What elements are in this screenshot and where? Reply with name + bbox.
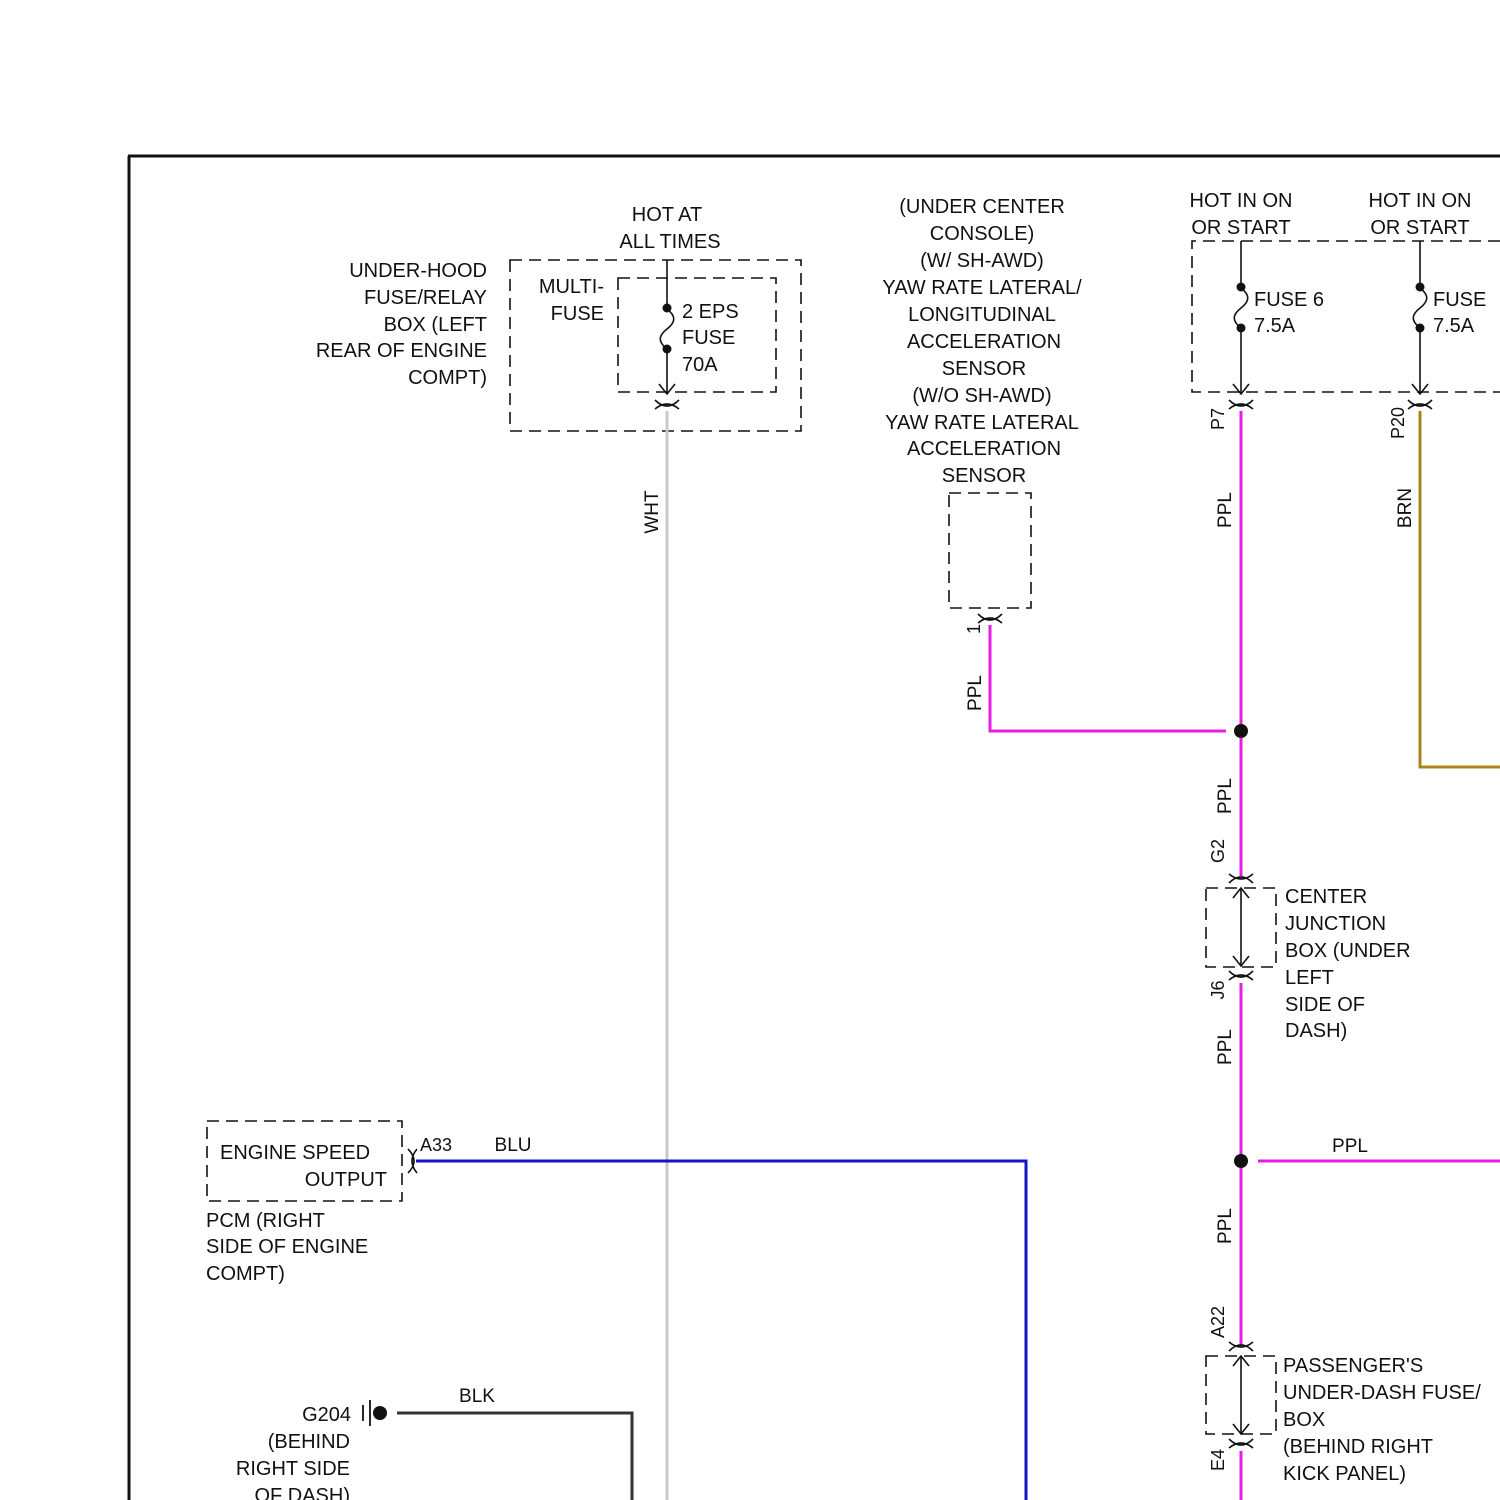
hot-in-on-1-1: OR START bbox=[1191, 217, 1290, 239]
center-junction-label-0: CENTER bbox=[1285, 886, 1367, 908]
pin-g2: G2 bbox=[1208, 839, 1228, 863]
pin-a22: A22 bbox=[1208, 1306, 1228, 1338]
blu-wire-label: BLU bbox=[495, 1135, 532, 1156]
pin-a33: A33 bbox=[420, 1135, 452, 1155]
pcm-label-2: COMPT) bbox=[206, 1263, 285, 1285]
center-junction-label-2: BOX (UNDER bbox=[1285, 940, 1411, 962]
hot-in-on-2-0: HOT IN ON bbox=[1369, 190, 1472, 212]
hot-in-on-1-0: HOT IN ON bbox=[1190, 190, 1293, 212]
fuse6-icon bbox=[1234, 288, 1248, 328]
sensor-label-1: CONSOLE) bbox=[930, 223, 1034, 245]
pcm-label-1: SIDE OF ENGINE bbox=[206, 1236, 368, 1258]
hot-at-all-times-0: HOT AT bbox=[632, 204, 702, 226]
center-junction-label-5: DASH) bbox=[1285, 1020, 1347, 1042]
fuse-right-label-0: FUSE bbox=[1433, 289, 1486, 311]
ppl-sensor-wire bbox=[990, 625, 1226, 731]
engine-speed-label-0: ENGINE SPEED bbox=[220, 1142, 370, 1164]
ppl-a22-wire-label: PPL bbox=[1215, 1208, 1236, 1244]
pcm-label-0: PCM (RIGHT bbox=[206, 1210, 325, 1232]
splice-lower bbox=[1234, 1154, 1248, 1168]
eps-fuse-label-2: 70A bbox=[682, 354, 718, 376]
center-junction-label-1: JUNCTION bbox=[1285, 913, 1386, 935]
sensor-label-6: SENSOR bbox=[942, 358, 1026, 380]
sensor-connector-icon bbox=[978, 614, 1002, 623]
passenger-box-label-2: BOX bbox=[1283, 1409, 1325, 1431]
g204-label-2: RIGHT SIDE bbox=[236, 1458, 350, 1480]
underhood-box-label-2: BOX (LEFT bbox=[384, 314, 487, 336]
p7-connector-icon bbox=[1229, 400, 1253, 409]
multi-fuse-label-0: MULTI- bbox=[539, 276, 604, 298]
sensor-label-8: YAW RATE LATERAL bbox=[885, 412, 1079, 434]
eps-fuse-label-0: 2 EPS bbox=[682, 301, 739, 323]
sensor-pin-1: 1 bbox=[964, 624, 984, 634]
blk-wire-label: BLK bbox=[459, 1386, 495, 1407]
ppl-mid-wire-label: PPL bbox=[1215, 778, 1236, 814]
brn-wire-label: BRN bbox=[1395, 488, 1416, 528]
blu-wire bbox=[416, 1161, 1026, 1500]
sensor-label-4: LONGITUDINAL bbox=[908, 304, 1056, 326]
j6-connector-icon bbox=[1229, 971, 1253, 980]
ppl-p7-wire-label: PPL bbox=[1215, 492, 1236, 528]
hot-at-all-times-1: ALL TIMES bbox=[619, 231, 720, 253]
passenger-fuse-box: PASSENGER'S UNDER-DASH FUSE/ BOX (BEHIND… bbox=[1206, 1342, 1481, 1485]
sensor-label-0: (UNDER CENTER bbox=[899, 196, 1065, 218]
interior-fuse-box: HOT IN ON OR START HOT IN ON OR START FU… bbox=[1190, 190, 1500, 439]
sensor-label-3: YAW RATE LATERAL/ bbox=[882, 277, 1082, 299]
yaw-rate-sensor: (UNDER CENTER CONSOLE) (W/ SH-AWD) YAW R… bbox=[882, 196, 1082, 634]
splice-upper bbox=[1234, 724, 1248, 738]
eps-connector-icon bbox=[655, 400, 679, 409]
hot-in-on-2-1: OR START bbox=[1370, 217, 1469, 239]
brn-wire bbox=[1420, 411, 1500, 767]
sensor-label-9: ACCELERATION bbox=[907, 438, 1061, 460]
a33-connector-icon bbox=[408, 1149, 417, 1173]
fuse6-label-1: 7.5A bbox=[1254, 315, 1296, 337]
ground-g204: G204 (BEHIND RIGHT SIDE OF DASH) bbox=[236, 1400, 387, 1500]
sensor-outline bbox=[949, 493, 1031, 608]
engine-speed-label-1: OUTPUT bbox=[305, 1169, 387, 1191]
eps-fuse-icon bbox=[660, 309, 674, 349]
p20-connector-icon bbox=[1408, 400, 1432, 409]
sensor-label-5: ACCELERATION bbox=[907, 331, 1061, 353]
ppl-j6-wire-label: PPL bbox=[1215, 1029, 1236, 1065]
g204-label-3: OF DASH) bbox=[254, 1485, 350, 1500]
ppl-branch-wire-label: PPL bbox=[1332, 1136, 1368, 1157]
blk-wire bbox=[397, 1413, 632, 1500]
fuse6-label-0: FUSE 6 bbox=[1254, 289, 1324, 311]
pcm-engine-speed: ENGINE SPEED OUTPUT A33 PCM (RIGHT SIDE … bbox=[206, 1121, 452, 1285]
center-junction-box: CENTER JUNCTION BOX (UNDER LEFT SIDE OF … bbox=[1206, 874, 1411, 1042]
passenger-box-label-4: KICK PANEL) bbox=[1283, 1463, 1406, 1485]
center-junction-label-3: LEFT bbox=[1285, 967, 1334, 989]
sensor-label-10: SENSOR bbox=[942, 465, 1026, 487]
g204-label-0: G204 bbox=[302, 1404, 351, 1426]
underhood-box-label-1: FUSE/RELAY bbox=[364, 287, 487, 309]
center-junction-label-4: SIDE OF bbox=[1285, 994, 1365, 1016]
underhood-box-label-3: REAR OF ENGINE bbox=[316, 340, 487, 362]
pin-e4: E4 bbox=[1208, 1449, 1228, 1471]
pin-p7: P7 bbox=[1208, 408, 1228, 430]
sensor-label-7: (W/O SH-AWD) bbox=[912, 385, 1051, 407]
fuse-right-label-1: 7.5A bbox=[1433, 315, 1475, 337]
sensor-label-2: (W/ SH-AWD) bbox=[920, 250, 1044, 272]
pin-p20: P20 bbox=[1388, 407, 1408, 439]
fuse-right-icon bbox=[1413, 288, 1427, 328]
ppl-sensor-wire-label: PPL bbox=[965, 675, 986, 711]
passenger-box-label-3: (BEHIND RIGHT bbox=[1283, 1436, 1433, 1458]
passenger-box-label-0: PASSENGER'S bbox=[1283, 1355, 1423, 1377]
underhood-box-label-4: COMPT) bbox=[408, 367, 487, 389]
passenger-box-label-1: UNDER-DASH FUSE/ bbox=[1283, 1382, 1481, 1404]
g204-label-1: (BEHIND bbox=[268, 1431, 350, 1453]
eps-fuse-label-1: FUSE bbox=[682, 327, 735, 349]
multi-fuse-label-1: FUSE bbox=[551, 303, 604, 325]
underhood-box-label-0: UNDER-HOOD bbox=[349, 260, 487, 282]
e4-connector-icon bbox=[1229, 1439, 1253, 1448]
underhood-fuse-box: UNDER-HOOD FUSE/RELAY BOX (LEFT REAR OF … bbox=[316, 204, 801, 431]
pin-j6: J6 bbox=[1208, 980, 1228, 999]
ground-point-icon bbox=[373, 1406, 387, 1420]
wht-wire-label: WHT bbox=[642, 490, 663, 534]
